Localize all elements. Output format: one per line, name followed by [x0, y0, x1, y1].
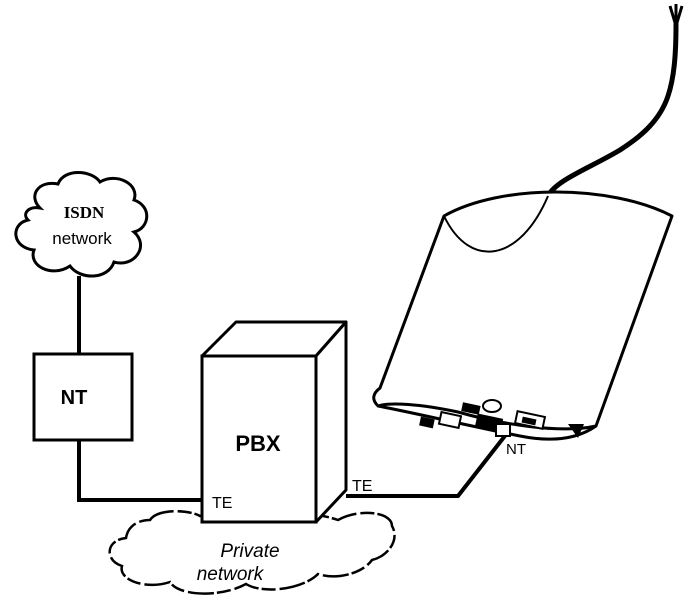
isdn-cloud-label-line1: ISDN — [64, 203, 105, 222]
device-port-6 — [521, 416, 537, 426]
isdn-cloud-icon — [14, 171, 149, 278]
pbx-label: PBX — [235, 431, 281, 456]
device-nt-label: NT — [506, 441, 526, 458]
device-led — [482, 399, 502, 413]
pbx-side-te-label: TE — [352, 478, 372, 495]
device-top-curve — [443, 195, 549, 253]
device-port-3 — [461, 402, 481, 415]
isdn-router-device: NT — [372, 190, 674, 458]
nt-box — [32, 352, 134, 442]
pbx-side-face — [314, 320, 348, 524]
private-cloud-label-line1: Private — [220, 541, 279, 562]
pbx-front-face — [200, 354, 318, 524]
device-bottom-edge — [377, 404, 597, 441]
pbx-unit: PBX TE — [200, 320, 348, 524]
private-cloud-label-line2: network — [197, 564, 265, 585]
nt-terminal: NT — [32, 352, 134, 442]
device-port-nt-jack — [495, 423, 511, 437]
device-port-2 — [437, 410, 463, 430]
device-port-1 — [419, 416, 435, 429]
nt-to-pbx-line — [77, 440, 204, 502]
antenna-cable — [545, 4, 684, 199]
pbx-te-port-label: TE — [212, 495, 232, 512]
device-foot — [568, 424, 584, 438]
isdn-network-cloud: ISDN network — [14, 171, 149, 278]
nt-label: NT — [61, 387, 88, 409]
device-body — [372, 190, 674, 431]
isdn-cloud-label-line2: network — [52, 229, 112, 248]
private-network-cloud: Private network — [108, 508, 396, 595]
pbx-to-device-line — [346, 430, 510, 498]
antenna-icon — [545, 21, 679, 199]
